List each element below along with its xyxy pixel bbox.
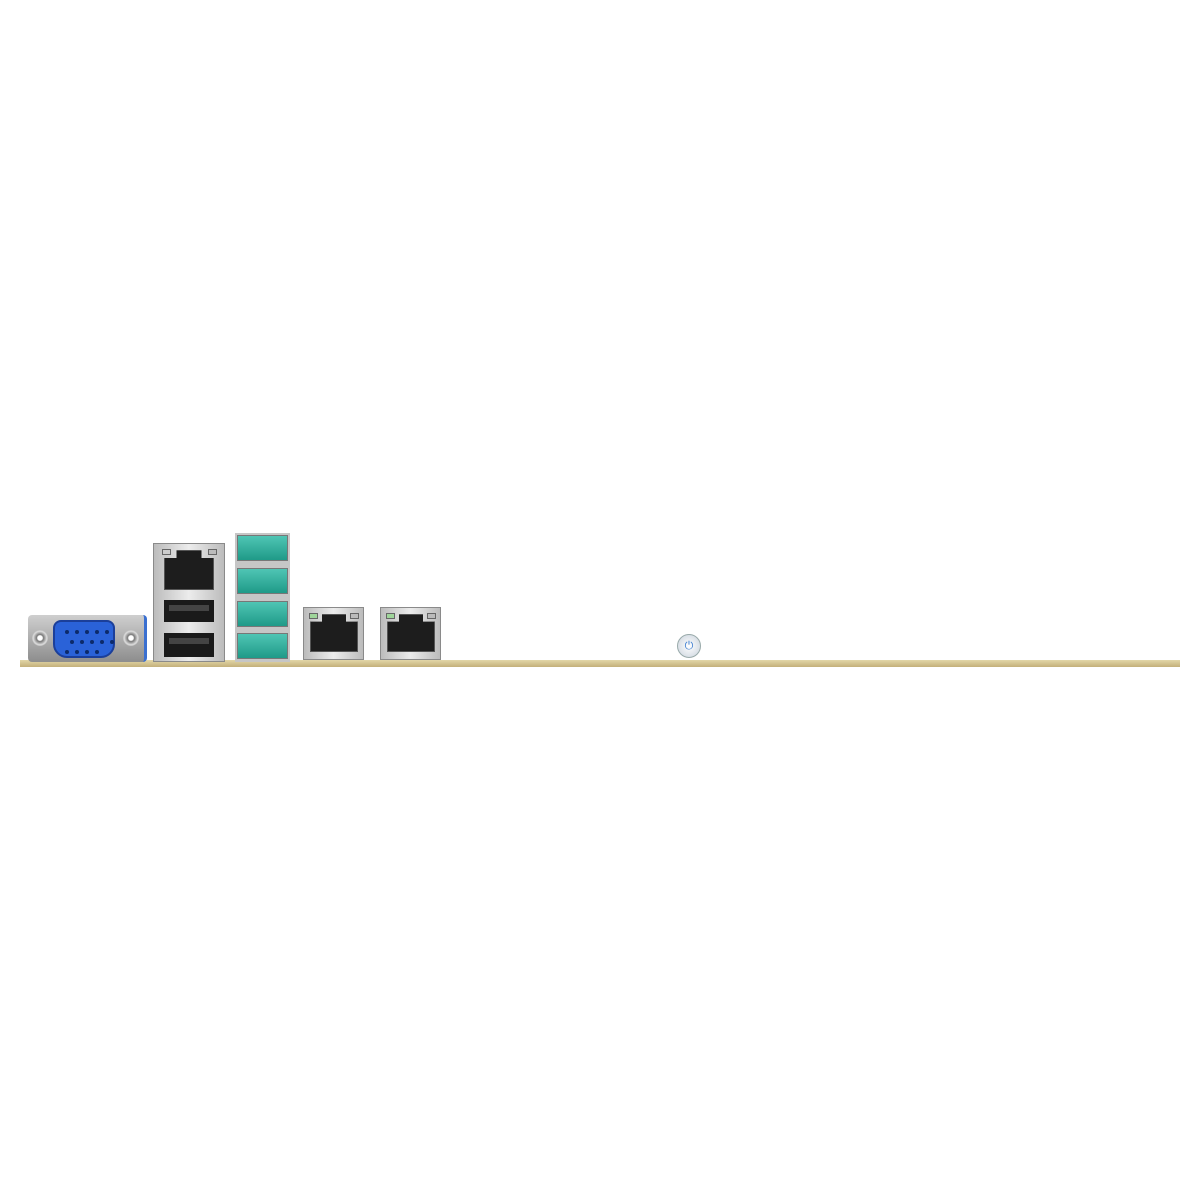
lan-led (162, 549, 171, 555)
usb-stack (235, 533, 290, 662)
vga-pin (85, 650, 89, 654)
lan-led (309, 613, 318, 619)
vga-screw-left (32, 630, 48, 646)
vga-pin (90, 640, 94, 644)
lan-port-1 (303, 607, 364, 660)
usb3-port (237, 601, 288, 627)
vga-pin (65, 630, 69, 634)
vga-pin (110, 640, 114, 644)
usb-port (164, 633, 214, 657)
usb3-port (237, 535, 288, 561)
usb3-port (237, 633, 288, 659)
lan-port-2 (380, 607, 441, 660)
vga-pin (80, 640, 84, 644)
lan-usb-stack (153, 543, 225, 662)
vga-pin (95, 630, 99, 634)
vga-pin (85, 630, 89, 634)
vga-pin (75, 630, 79, 634)
io-shield-edge (20, 660, 1180, 667)
lan-led (427, 613, 436, 619)
lan-led (350, 613, 359, 619)
rj45-port (164, 550, 214, 590)
lan-led (386, 613, 395, 619)
power-icon: ⏻ (684, 639, 694, 652)
vga-connector (53, 620, 115, 658)
usb-port (164, 600, 214, 622)
vga-pin (65, 650, 69, 654)
vga-pin (100, 640, 104, 644)
vga-pin (75, 650, 79, 654)
rj45-port (387, 614, 435, 652)
power-button[interactable]: ⏻ (677, 634, 701, 658)
vga-pin (70, 640, 74, 644)
vga-screw-right (123, 630, 139, 646)
vga-pin (105, 630, 109, 634)
rj45-port (310, 614, 358, 652)
lan-led (208, 549, 217, 555)
usb3-port (237, 568, 288, 594)
vga-pin (95, 650, 99, 654)
vga-port (28, 615, 147, 662)
